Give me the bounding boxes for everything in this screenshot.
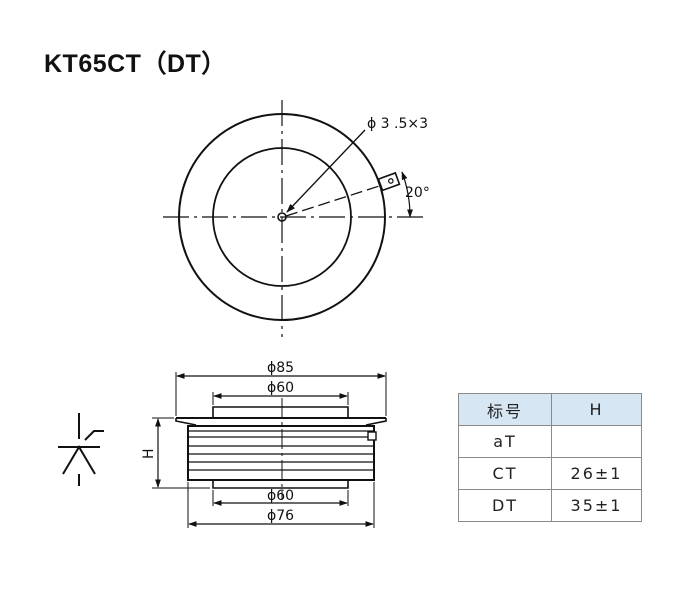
page-title: KT65CT（DT）: [44, 50, 227, 78]
table-cell: DT: [458, 489, 552, 522]
height-label: H: [141, 448, 157, 459]
top-view: [163, 100, 425, 337]
hole-dimension-label: ϕ 3 .5×3: [367, 116, 428, 132]
lower-pole-piece: [212, 480, 349, 489]
table-cell: CT: [458, 457, 552, 490]
table-header-row: 标号 H: [458, 393, 642, 426]
gate-terminal-tab: [377, 171, 401, 192]
table-cell: aT: [458, 425, 552, 458]
dim-label-76: ϕ76: [267, 508, 294, 524]
flange-left-taper: [175, 418, 197, 426]
hole-leader-line: [286, 129, 366, 213]
angle-arc: [401, 171, 413, 218]
dim-label-60-bottom: ϕ60: [267, 488, 294, 504]
angle-centerline: [285, 179, 399, 217]
upper-pole-piece: [212, 406, 349, 418]
angle-label: 20°: [405, 185, 430, 201]
table-cell: [551, 425, 642, 458]
thyristor-symbol: [58, 413, 104, 486]
side-view: [152, 372, 387, 528]
table-cell: 26±1: [551, 457, 642, 490]
ceramic-body: [187, 425, 375, 481]
table-row: aT: [458, 425, 642, 458]
table-row: DT 35±1: [458, 489, 642, 522]
table-cell: 35±1: [551, 489, 642, 522]
side-terminal: [367, 431, 377, 441]
dim-label-60-top: ϕ60: [267, 380, 294, 396]
dim-label-85: ϕ85: [267, 360, 294, 376]
table-row: CT 26±1: [458, 457, 642, 490]
flange-right-taper: [365, 418, 387, 426]
spec-table: 标号 H aT CT 26±1 DT 35±1: [458, 393, 642, 522]
table-header-cell: 标号: [458, 393, 552, 426]
table-header-cell: H: [551, 393, 642, 426]
